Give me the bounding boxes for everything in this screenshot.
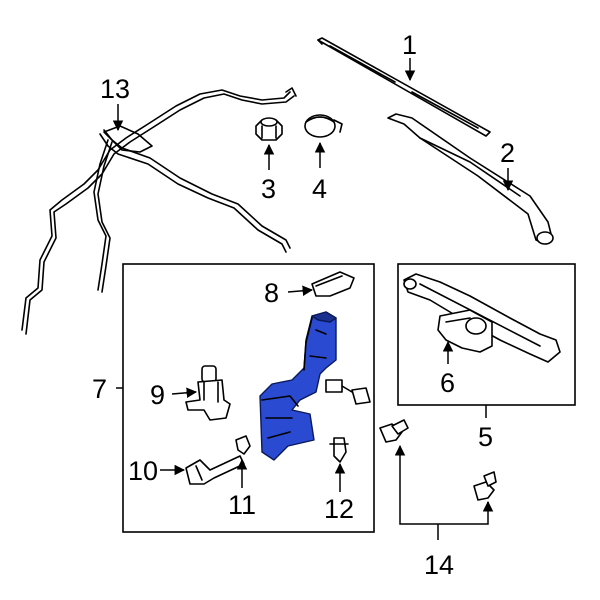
callout-labels: 1 2 3 4 5 6 7 8 9 10 11 12 13 14 — [92, 30, 515, 580]
callout-13: 13 — [100, 74, 130, 104]
wiper-arm-part[interactable] — [387, 113, 554, 245]
callout-12: 12 — [324, 494, 354, 524]
callout-7: 7 — [92, 374, 107, 404]
callout-14: 14 — [424, 550, 454, 580]
cap-part[interactable] — [304, 114, 343, 138]
callout-8: 8 — [264, 278, 279, 308]
washer-pump-part[interactable] — [185, 365, 231, 421]
level-sensor-part[interactable] — [185, 455, 245, 485]
grommet-part[interactable] — [235, 435, 251, 455]
nut-part[interactable] — [255, 117, 283, 141]
callout-5: 5 — [478, 422, 493, 452]
bolt-part-right[interactable] — [473, 471, 497, 501]
reservoir-neck — [311, 311, 337, 323]
washer-reservoir-part[interactable] — [259, 311, 371, 461]
callout-3: 3 — [261, 174, 276, 204]
callout-2: 2 — [500, 138, 515, 168]
callout-4: 4 — [312, 174, 327, 204]
callout-6: 6 — [440, 368, 455, 398]
bolt-part-left[interactable] — [379, 419, 409, 443]
callout-11: 11 — [228, 490, 256, 520]
reservoir-assembly-box — [122, 263, 375, 533]
callout-10: 10 — [128, 456, 158, 486]
reservoir-cap-part[interactable] — [311, 271, 355, 297]
wiper-blade-part[interactable] — [317, 37, 491, 137]
callout-1: 1 — [402, 30, 417, 60]
leader-lines — [112, 58, 514, 540]
reservoir-body — [259, 311, 337, 461]
callout-9: 9 — [150, 380, 165, 410]
washer-hose-part[interactable] — [21, 87, 297, 335]
clip-part[interactable] — [329, 437, 349, 463]
